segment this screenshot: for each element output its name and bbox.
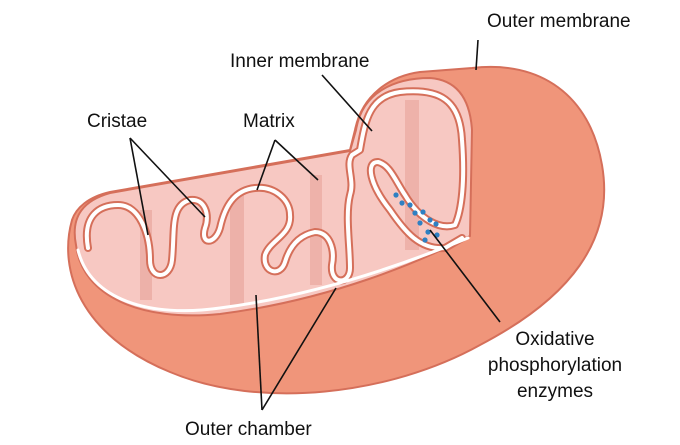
label-enzymes-1: Oxidative [515,329,595,350]
leader-outer-chamber-2 [261,287,337,411]
label-matrix: Matrix [243,111,295,132]
label-outer-membrane: Outer membrane [487,11,631,32]
leader-outer-chamber-1 [255,294,263,411]
leader-matrix-1 [256,139,276,191]
leader-matrix-2 [274,139,319,181]
leader-inner-membrane [321,74,373,132]
leader-cristae-1 [129,137,149,236]
label-inner-membrane: Inner membrane [230,51,370,72]
leader-enzymes [429,229,501,323]
label-outer-chamber: Outer chamber [185,419,312,440]
label-enzymes-2: phosphorylation [487,355,623,376]
leader-outer-membrane [475,39,479,71]
leader-cristae-2 [129,137,206,218]
label-cristae: Cristae [87,111,148,132]
label-enzymes-3: enzymes [516,381,594,402]
